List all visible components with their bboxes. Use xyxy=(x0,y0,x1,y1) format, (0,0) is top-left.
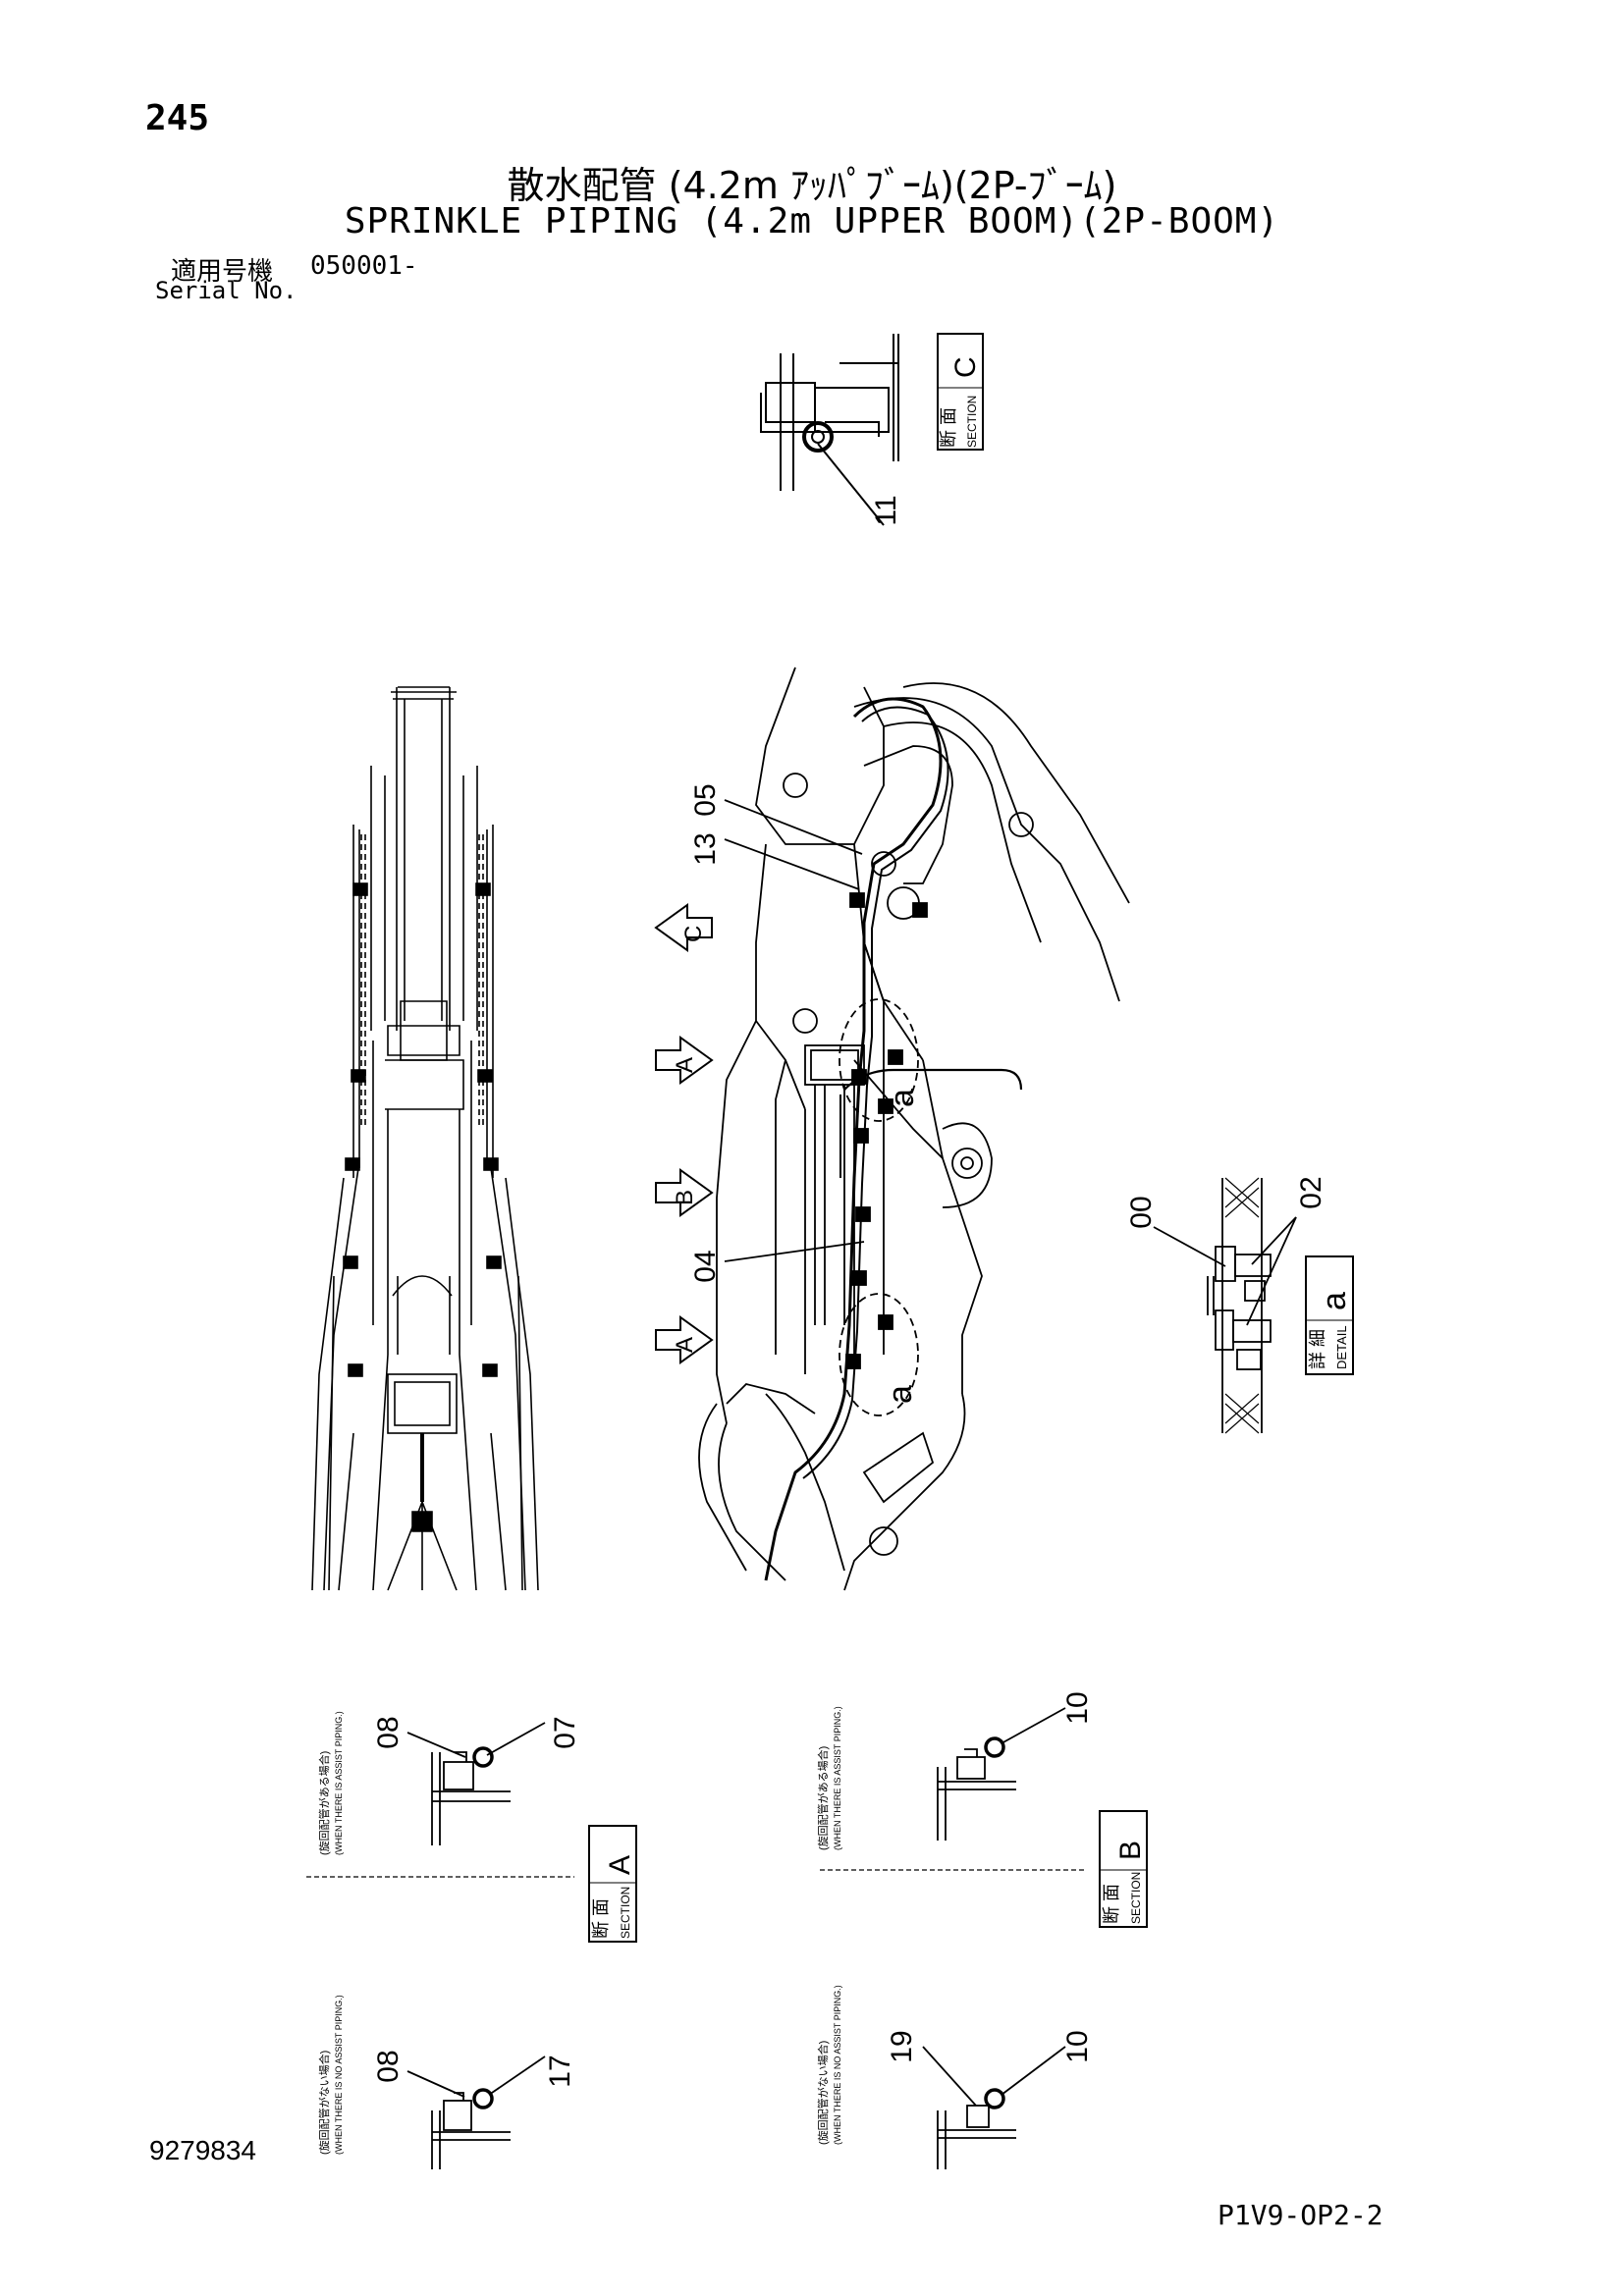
section-b-lower-note-en: (WHEN THERE IS NO ASSIST PIPING.) xyxy=(833,1985,842,2145)
part-number-10-lower: 10 xyxy=(1061,2030,1094,2062)
part-number-11: 11 xyxy=(870,495,902,525)
view-arrow-a-lower: A xyxy=(655,1315,714,1364)
document-code: P1V9-OP2-2 xyxy=(1218,2199,1383,2231)
part-number-08-lower: 08 xyxy=(372,2050,405,2082)
part-number-00: 00 xyxy=(1125,1196,1158,1228)
serial-label-japanese: 適用号機 xyxy=(171,257,274,287)
section-b-lower-note-jp: (旋回配管がない場合) xyxy=(816,2041,830,2145)
section-b-section-text: SECTION xyxy=(1129,1872,1143,1924)
section-b-upper-note-en: (WHEN THERE IS ASSIST PIPING.) xyxy=(833,1706,842,1850)
detail-a-label-box xyxy=(1305,1255,1354,1375)
view-arrow-b: B xyxy=(655,1168,714,1217)
part-number-04: 04 xyxy=(689,1250,722,1282)
serial-label-english: Serial No. xyxy=(155,277,298,304)
detail-a-upper-ellipse xyxy=(839,998,919,1122)
part-number-08-upper: 08 xyxy=(372,1716,405,1748)
detail-a-lower-marker: a xyxy=(882,1385,919,1404)
section-c-letter: C xyxy=(949,356,982,378)
view-arrow-a-lower-letter: A xyxy=(672,1337,698,1353)
boom-side-view: a a xyxy=(698,667,1130,1591)
view-arrow-c: C xyxy=(654,903,713,952)
section-a-upper-note-en: (WHEN THERE IS ASSIST PIPING.) xyxy=(334,1711,344,1855)
part-number-02: 02 xyxy=(1295,1176,1327,1208)
detail-a-lower-ellipse xyxy=(839,1293,919,1416)
section-b-danmen: 断 面 xyxy=(1102,1884,1121,1924)
part-number-13: 13 xyxy=(689,832,722,865)
view-arrow-a-upper-letter: A xyxy=(672,1057,698,1073)
section-b-upper-note-jp: (旋回配管がある場合) xyxy=(816,1746,830,1850)
section-a-section-text: SECTION xyxy=(619,1887,632,1939)
section-a-label-box xyxy=(588,1825,637,1943)
detail-a-upper-marker: a xyxy=(884,1089,921,1107)
part-number-17: 17 xyxy=(544,2055,576,2087)
section-a-view: 08 07 08 17 断 面 SECTION A (旋回配管がある場合) (W… xyxy=(306,1711,637,2169)
part-number-10-upper: 10 xyxy=(1061,1691,1094,1724)
view-arrow-b-letter: B xyxy=(672,1190,698,1205)
section-a-lower-note-en: (WHEN THERE IS NO ASSIST PIPING.) xyxy=(334,1995,344,2155)
page-title-japanese: 散水配管 (4.2m ｱｯﾊﾟﾌﾞｰﾑ)(2P-ﾌﾞｰﾑ) xyxy=(507,164,1117,207)
section-b-label-box xyxy=(1099,1810,1148,1928)
part-number-19: 19 xyxy=(886,2030,918,2062)
boom-front-view xyxy=(311,686,539,1591)
page-title-english: SPRINKLE PIPING (4.2m UPPER BOOM)(2P-BOO… xyxy=(344,201,1280,241)
part-number-05: 05 xyxy=(689,783,722,816)
drawing-number: 9279834 xyxy=(149,2135,257,2165)
detail-a-shousai: 詳 細 xyxy=(1308,1329,1327,1369)
section-c-danmen: 断 面 xyxy=(939,407,958,448)
detail-a-view: 00 02 詳 細 DETAIL a xyxy=(1125,1176,1354,1434)
part-number-07: 07 xyxy=(549,1716,581,1748)
section-c-section-text: SECTION xyxy=(965,396,979,448)
leader-line-11 xyxy=(817,443,885,526)
page-number: 245 xyxy=(145,98,210,138)
section-b-letter: B xyxy=(1114,1841,1147,1860)
section-a-upper-note-jp: (旋回配管がある場合) xyxy=(317,1751,331,1855)
section-a-danmen: 断 面 xyxy=(591,1898,611,1939)
section-a-letter: A xyxy=(604,1855,636,1875)
detail-a-detail-text: DETAIL xyxy=(1334,1325,1349,1369)
detail-a-letter: a xyxy=(1316,1292,1353,1310)
serial-number-value: 050001- xyxy=(310,251,418,281)
section-c-label-box xyxy=(937,333,984,451)
section-b-view: 10 19 10 断 面 SECTION B (旋回配管がある場合) (WHEN… xyxy=(816,1691,1148,2169)
section-a-lower-note-jp: (旋回配管がない場合) xyxy=(317,2051,331,2155)
view-arrow-c-letter: C xyxy=(680,926,707,942)
section-c-view: 11 断 面 SECTION C xyxy=(760,333,984,526)
view-arrow-a-upper: A xyxy=(655,1036,714,1085)
